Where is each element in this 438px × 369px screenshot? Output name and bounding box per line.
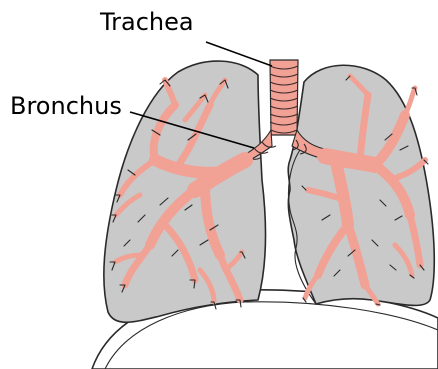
trachea bbox=[270, 60, 298, 135]
trachea-label: Trachea bbox=[99, 8, 194, 36]
bronchus-label: Bronchus bbox=[10, 92, 122, 120]
